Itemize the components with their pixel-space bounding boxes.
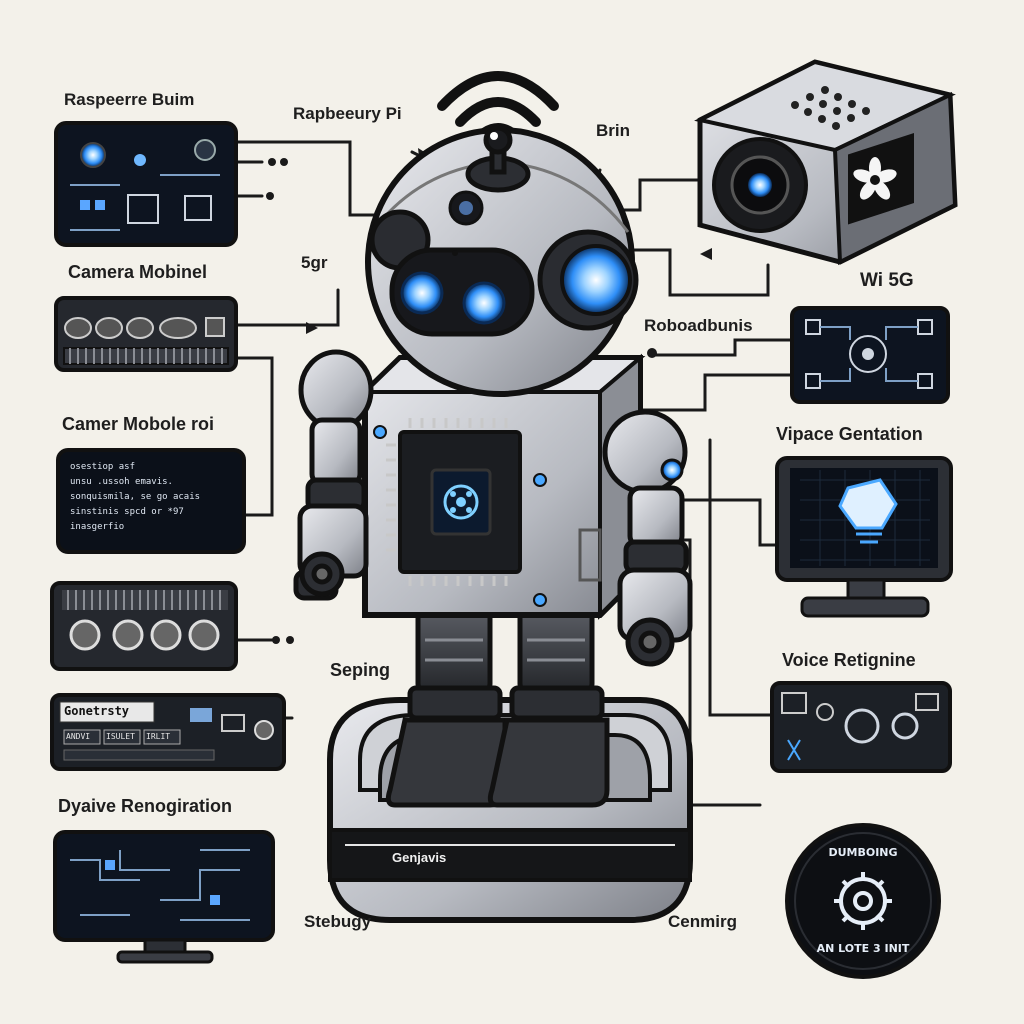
label-base-brand: Genjavis — [392, 850, 447, 865]
robot-right-arm — [602, 409, 693, 667]
terminal-line: inasgerfio — [70, 522, 125, 532]
robot — [293, 125, 693, 923]
terminal-line: osestiop asf — [70, 462, 136, 472]
gear-badge — [785, 823, 941, 979]
label-5gr: 5gr — [301, 253, 328, 272]
label-brin: Brin — [596, 121, 630, 140]
circuit-board-panel — [54, 121, 238, 247]
camera-module — [694, 59, 958, 266]
terminal-line: sinstinis spcd or *97 — [70, 507, 184, 517]
terminal-panel — [56, 448, 246, 554]
label-raspberry-top: Rapbeeury Pi — [293, 104, 402, 123]
label-camera-mobile: Camera Mobinel — [68, 262, 208, 282]
label-wifi-5g: Wi 5G — [860, 270, 914, 291]
control-button-label: ISULET — [106, 732, 135, 741]
label-raspberry-left: Raspeerre Buim — [64, 90, 195, 109]
robot-legs — [385, 607, 610, 808]
knob-panel — [50, 581, 238, 671]
label-camer-mobole: Camer Mobole roi — [62, 414, 215, 434]
chip-logo-icon — [443, 484, 479, 520]
flower-icon — [853, 157, 897, 200]
control-button-label: ANDVI — [66, 732, 91, 741]
circuit-monitor — [53, 830, 275, 964]
voice-panel — [770, 681, 952, 773]
connector-lines — [234, 140, 792, 907]
terminal-line: unsu .ussoh emavis. — [70, 477, 173, 487]
robot-antenna — [465, 125, 531, 193]
label-dyaive: Dyaive Renogiration — [58, 796, 233, 816]
label-vipace: Vipace Gentation — [776, 424, 923, 444]
processor-chip — [386, 418, 522, 586]
badge-bottom-text: AN LOTE 3 INIT — [816, 942, 910, 955]
label-stebugy: Stebugy — [304, 912, 372, 931]
monitor-display — [775, 456, 953, 618]
circuit-icon-panel — [790, 306, 950, 404]
camera-strip-panel — [54, 296, 238, 372]
badge-top-text: DUMBOING — [828, 846, 898, 859]
control-panel-title: Gonetrsty — [64, 704, 130, 718]
label-voice: Voice Retignine — [782, 650, 916, 670]
label-cenmirg: Cenmirg — [668, 912, 737, 931]
terminal-line: sonquismila, se go acais — [70, 492, 201, 502]
label-seping: Seping — [330, 660, 391, 680]
control-button-label: IRLIT — [146, 732, 171, 741]
label-roboadbunis: Roboadbunis — [644, 316, 753, 335]
terminal-text: osestiop asf unsu .ussoh emavis. sonquis… — [70, 460, 238, 535]
robot-left-arm — [293, 349, 374, 601]
control-panel — [50, 693, 286, 771]
gear-icon — [834, 872, 892, 930]
